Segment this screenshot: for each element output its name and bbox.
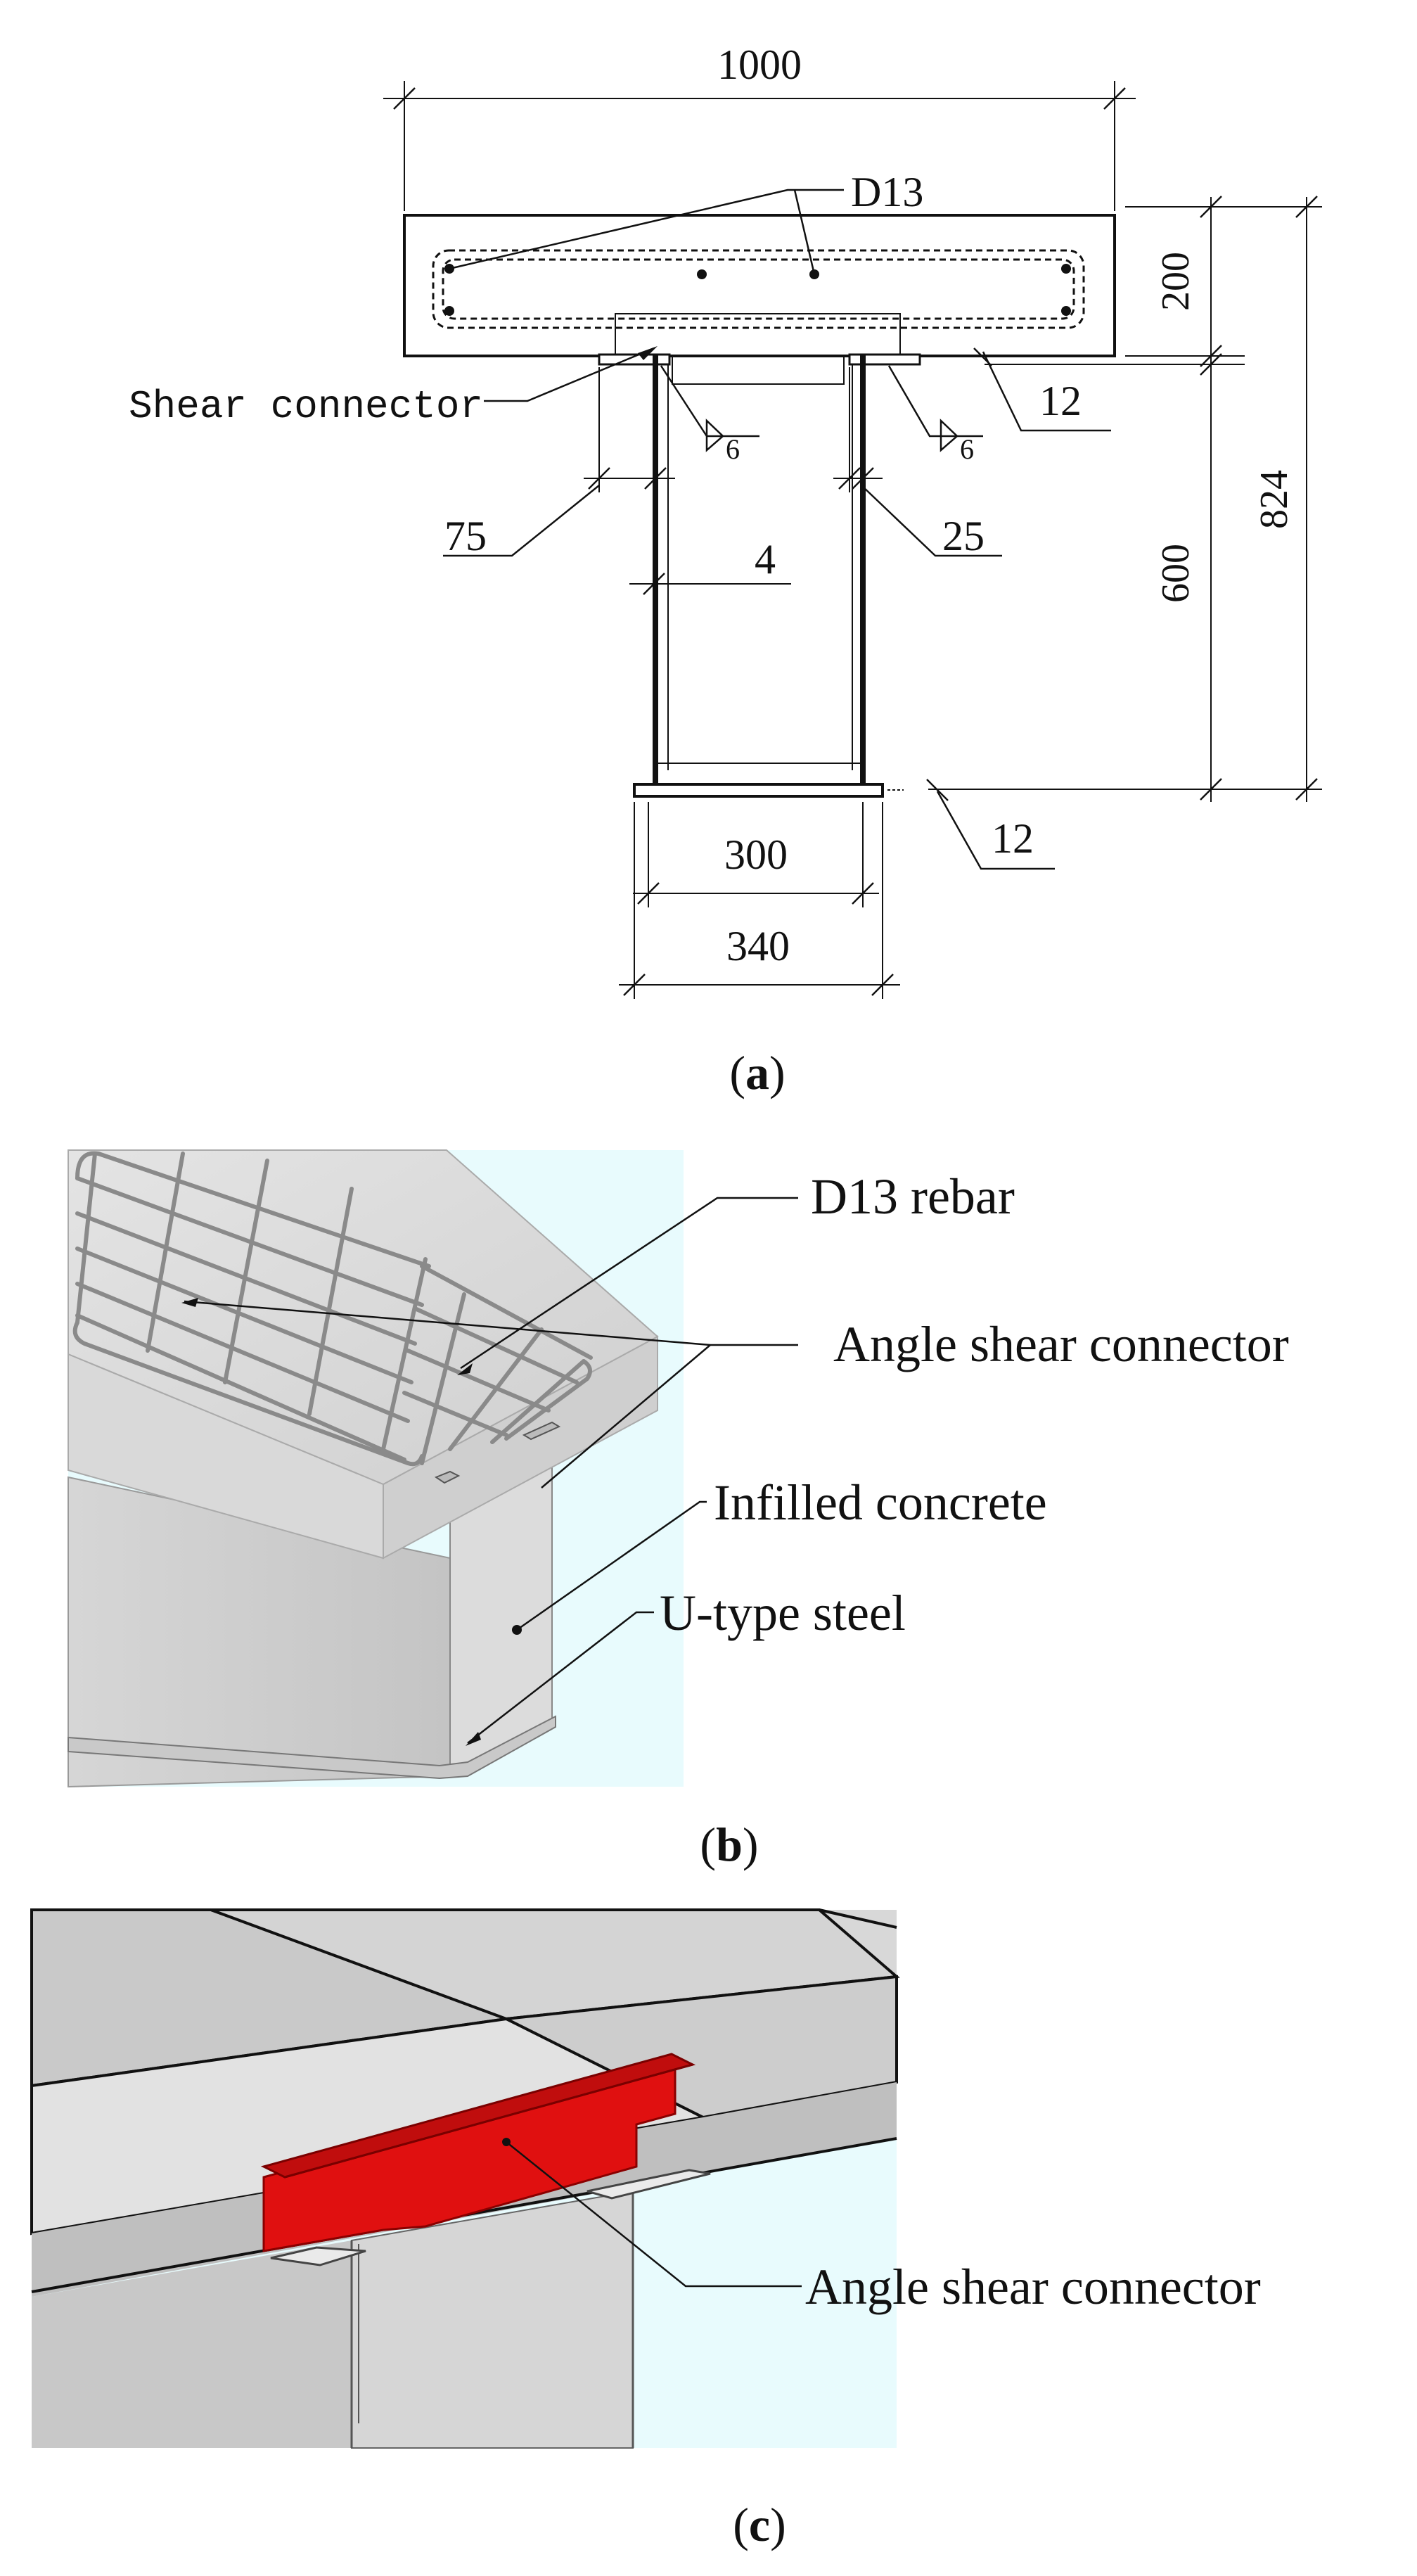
svg-text:25: 25 xyxy=(942,513,985,559)
rebar-dot xyxy=(444,306,454,316)
rebar-label: D13 xyxy=(851,169,923,215)
label-angle-connector-c: Angle shear connector xyxy=(805,2259,1261,2315)
dim-4: 4 xyxy=(629,536,791,595)
svg-text:75: 75 xyxy=(444,513,487,559)
dim-340: 340 xyxy=(619,802,900,999)
dim-12-top: 12 xyxy=(973,347,1111,432)
rebar-cage-inner xyxy=(442,258,1075,320)
rebar-mesh xyxy=(72,1151,593,1467)
svg-text:4: 4 xyxy=(755,536,776,582)
weld-symbol-left: 6 xyxy=(660,365,759,465)
svg-text:300: 300 xyxy=(724,831,788,878)
panel-a: D13 Shear connector 6 6 xyxy=(129,42,1322,1099)
top-flange-left xyxy=(598,353,671,366)
panel-b: D13 rebar Angle shear connector Infilled… xyxy=(68,1149,1289,1871)
svg-text:1000: 1000 xyxy=(717,42,802,88)
rebar-cage-outer xyxy=(432,249,1085,329)
bottom-flange xyxy=(633,783,884,798)
svg-text:12: 12 xyxy=(992,815,1034,862)
panel-c: Angle shear connector (c) xyxy=(30,1908,1261,2551)
dim-vertical: 200 600 824 xyxy=(928,196,1322,802)
weld-symbol-right: 6 xyxy=(887,365,983,465)
dim-12-bottom: 12 xyxy=(926,779,1055,870)
angle-shear-connector xyxy=(260,2053,696,2252)
rebar-dot xyxy=(1061,264,1071,274)
svg-text:824: 824 xyxy=(1252,470,1296,529)
caption-b: (b) xyxy=(700,1818,758,1871)
svg-text:6: 6 xyxy=(726,433,740,465)
label-u-type-steel: U-type steel xyxy=(660,1585,906,1641)
caption-a: (a) xyxy=(729,1046,785,1099)
svg-text:12: 12 xyxy=(1039,378,1082,424)
label-angle-connector-b: Angle shear connector xyxy=(833,1316,1289,1372)
dim-75: 75 xyxy=(443,367,675,559)
label-d13-rebar: D13 rebar xyxy=(811,1168,1015,1225)
top-flange-right xyxy=(848,353,921,366)
svg-text:6: 6 xyxy=(960,433,974,465)
label-infilled-concrete: Infilled concrete xyxy=(714,1474,1047,1531)
shear-connector-label: Shear connector xyxy=(129,384,483,429)
dim-300: 300 xyxy=(633,802,879,907)
dim-1000: 1000 xyxy=(383,42,1136,211)
caption-c: (c) xyxy=(733,2498,786,2551)
rebar-dot xyxy=(697,269,707,279)
svg-text:340: 340 xyxy=(726,923,790,969)
dim-25: 25 xyxy=(833,367,1002,559)
svg-text:200: 200 xyxy=(1154,252,1198,311)
rebar-dot xyxy=(1061,306,1071,316)
concrete-slab xyxy=(403,214,1116,357)
svg-text:600: 600 xyxy=(1154,544,1198,603)
